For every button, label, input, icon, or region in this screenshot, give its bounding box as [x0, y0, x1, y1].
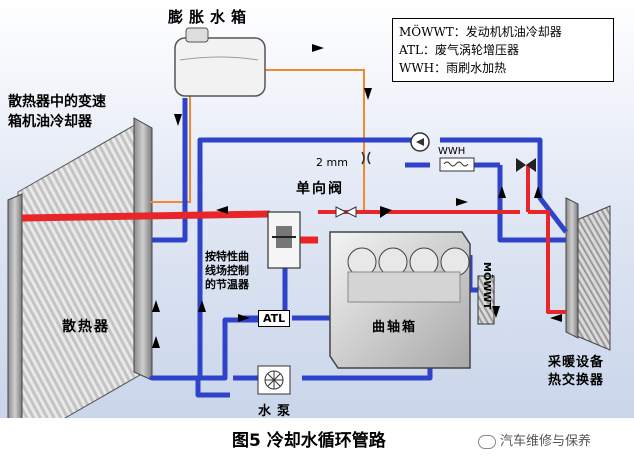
wiper-water-heater [439, 157, 475, 172]
label-mowwt: MÖWWT [481, 262, 492, 310]
wechat-icon [478, 434, 496, 449]
expansion-tank [174, 27, 266, 97]
label-transmission-cooler: 散热器中的变速 箱机油冷却器 [8, 92, 106, 132]
radiator [7, 117, 153, 453]
heater-core [565, 197, 611, 351]
label-thermostat: 按特性曲 线场控制 的节温器 [205, 250, 249, 292]
watermark: 汽车维修与保养 [478, 430, 591, 449]
label-heater-exchanger: 采暖设备 热交换器 [548, 354, 604, 390]
check-valve-symbol [335, 206, 357, 218]
label-crankcase: 曲轴箱 [372, 320, 418, 335]
aux-pump [410, 132, 430, 152]
flow-arrows [152, 44, 562, 348]
label-line: 线场控制 [205, 264, 249, 277]
thermostat [267, 211, 301, 269]
label-line: 的节温器 [205, 278, 249, 291]
legend-item: ATL：废气涡轮增压器 [399, 43, 519, 57]
label-water-pump: 水泵 [258, 404, 297, 419]
label-wwh: WWH [438, 146, 466, 157]
label-line: 散热器中的变速 [8, 94, 106, 110]
water-pump [257, 365, 291, 395]
label-check-valve: 单向阀 [296, 181, 344, 197]
label-expansion-tank: 膨胀水箱 [168, 8, 253, 26]
heater-valve [516, 158, 536, 172]
label-line: 按特性曲 [205, 250, 249, 263]
watermark-text: 汽车维修与保养 [500, 434, 592, 449]
vent-line [150, 69, 365, 212]
label-restrictor: 2 mm [316, 156, 348, 169]
restrictor-symbol [361, 151, 371, 165]
engine-block [329, 231, 471, 369]
label-line: 热交换器 [548, 373, 605, 388]
label-atl: ATL [258, 310, 291, 327]
legend-box: MÖWWT：发动机机油冷却器 ATL：废气涡轮增压器 WWH：雨刷水加热 [392, 18, 614, 82]
label-line: 箱机油冷却器 [8, 114, 92, 130]
hot-lines [21, 210, 318, 244]
legend-item: MÖWWT：发动机机油冷却器 [399, 25, 562, 39]
label-radiator: 散热器 [62, 319, 110, 335]
label-line: 采暖设备 [548, 355, 605, 370]
figure-caption: 图5 冷却水循环管路 [232, 431, 386, 451]
legend-item: WWH：雨刷水加热 [399, 61, 507, 75]
oil-cooler [477, 275, 495, 325]
caption-bar: 图5 冷却水循环管路 汽车维修与保养 [0, 418, 634, 458]
